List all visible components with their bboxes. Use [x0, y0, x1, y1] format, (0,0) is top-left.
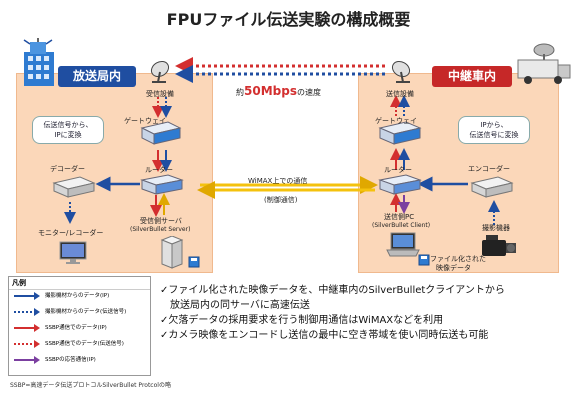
legend-arrow-icon — [14, 356, 40, 364]
page-title: FPUファイル伝送実験の構成概要 — [166, 10, 411, 29]
router-device-icon — [140, 174, 184, 195]
legend-item-label: SSBPの応答通信(IP) — [45, 357, 96, 363]
gateway-label: ゲートウェイ — [375, 117, 417, 125]
note-item: 放送局内の同サーバに高速伝送 — [160, 300, 310, 311]
legend-item: SSBP通信でのデータ(伝送信号) — [13, 339, 148, 349]
router-device-icon — [378, 174, 422, 195]
router-label: ルーター — [145, 166, 173, 174]
callout-left: 伝送信号から、IPに変換 — [32, 116, 104, 144]
legend-item: SSBP通信でのデータ(IP) — [13, 323, 148, 333]
satellite-dish-icon — [150, 60, 170, 83]
legend-item: SSBPの応答通信(IP) — [13, 355, 148, 365]
legend-item-label: SSBP通信でのデータ(伝送信号) — [45, 341, 124, 347]
footnote: SSBP=高速データ伝送プロトコルSilverBullet Protcolの略 — [10, 382, 171, 389]
relay-vehicle-label: 中継車内 — [432, 66, 512, 87]
pc-label-1: 送信側PC — [384, 213, 415, 221]
legend-arrow-icon — [14, 292, 40, 300]
speed-label: 約50Mbpsの速度 — [236, 84, 321, 98]
decoder-label: デコーダー — [50, 165, 85, 173]
legend-item-label: SSBP通信でのデータ(IP) — [45, 325, 107, 331]
broadcast-truck-icon — [517, 43, 571, 84]
legend-item-label: 撮影機材からのデータ(伝送信号) — [45, 309, 127, 315]
legend-item: 撮影機材からのデータ(IP) — [13, 291, 148, 301]
broadcast-station-label: 放送局内 — [58, 66, 136, 87]
receiver-label: 受信設備 — [146, 90, 174, 98]
monitor-icon — [59, 241, 87, 264]
transmitter-label: 送信設備 — [386, 90, 414, 98]
callout-right: IPから、伝送信号に変換 — [458, 116, 530, 144]
gateway-device-icon — [378, 121, 422, 145]
file-data-label-1: ファイル化された — [430, 255, 486, 263]
legend-arrow-icon — [14, 324, 40, 332]
notes-list: ✓ファイル化された映像データを、中継車内のSilverBulletクライアントか… — [160, 283, 565, 343]
pc-label-2: (SilverBullet Client) — [372, 222, 431, 229]
gateway-label: ゲートウェイ — [124, 117, 166, 125]
disk-icon — [418, 254, 430, 266]
wimax-label: WiMAX上での通信 — [248, 177, 308, 185]
note-item: ✓カメラ映像をエンコードし送信の最中に空き帯域を使い同時伝送も可能 — [160, 330, 489, 341]
legend-title: 凡例 — [9, 277, 150, 290]
server-icon — [160, 236, 184, 269]
note-item: ✓ファイル化された映像データを、中継車内のSilverBulletクライアントか… — [160, 285, 505, 296]
monitor-label: モニター/レコーダー — [38, 229, 104, 237]
decoder-device-icon — [52, 176, 96, 198]
control-comm-label: (制御通信) — [264, 196, 298, 204]
server-label-1: 受信側サーバ — [140, 217, 182, 225]
laptop-icon — [386, 232, 420, 257]
legend-box: 凡例 撮影機材からのデータ(IP) 撮影機材からのデータ(伝送信号) SSBP通信で… — [8, 276, 151, 376]
legend-arrow-icon — [14, 308, 40, 316]
building-icon — [24, 38, 54, 86]
camera-label: 撮影機器 — [482, 224, 510, 232]
gateway-device-icon — [140, 121, 182, 145]
router-label: ルーター — [384, 166, 412, 174]
satellite-dish-icon — [391, 60, 411, 83]
encoder-label: エンコーダー — [468, 165, 510, 173]
encoder-device-icon — [470, 176, 514, 198]
legend-item-label: 撮影機材からのデータ(IP) — [45, 293, 110, 299]
legend-arrow-icon — [14, 340, 40, 348]
camera-icon — [482, 235, 516, 256]
file-data-label-2: 映像データ — [436, 264, 471, 272]
disk-icon — [188, 256, 200, 268]
legend-item: 撮影機材からのデータ(伝送信号) — [13, 307, 148, 317]
note-item: ✓欠落データの採用要求を行う制御用通信はWiMAXなどを利用 — [160, 315, 444, 326]
server-label-2: (SilverBullet Server) — [130, 226, 191, 233]
